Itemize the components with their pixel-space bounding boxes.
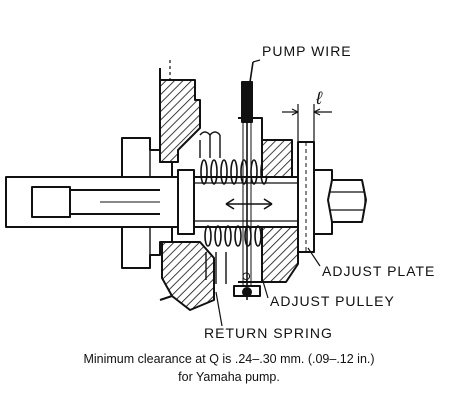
adjust-plate-label: ADJUST PLATE — [322, 263, 435, 279]
caption-line-1: Minimum clearance at Q is .24–.30 mm. (.… — [83, 352, 375, 366]
caption-line-2: for Yamaha pump. — [178, 370, 280, 384]
bearing-housing — [121, 137, 173, 269]
pump-wire-label: PUMP WIRE — [262, 43, 352, 59]
adjust-plate — [297, 141, 333, 253]
shaft — [5, 176, 197, 228]
lower-casing — [159, 241, 215, 311]
play-arrow — [225, 198, 273, 210]
clearance-dimension — [282, 104, 332, 142]
q-marker: Q — [242, 271, 251, 283]
return-spring-label: RETURN SPRING — [204, 325, 333, 341]
leader-lines — [215, 59, 321, 327]
inner-sleeve — [177, 169, 313, 235]
pump-wire — [233, 61, 261, 300]
hex-nut — [327, 179, 367, 223]
clearance-symbol: ℓ — [315, 88, 323, 108]
adjust-pulley-label: ADJUST PULLEY — [270, 293, 395, 309]
upper-casing — [159, 60, 201, 163]
